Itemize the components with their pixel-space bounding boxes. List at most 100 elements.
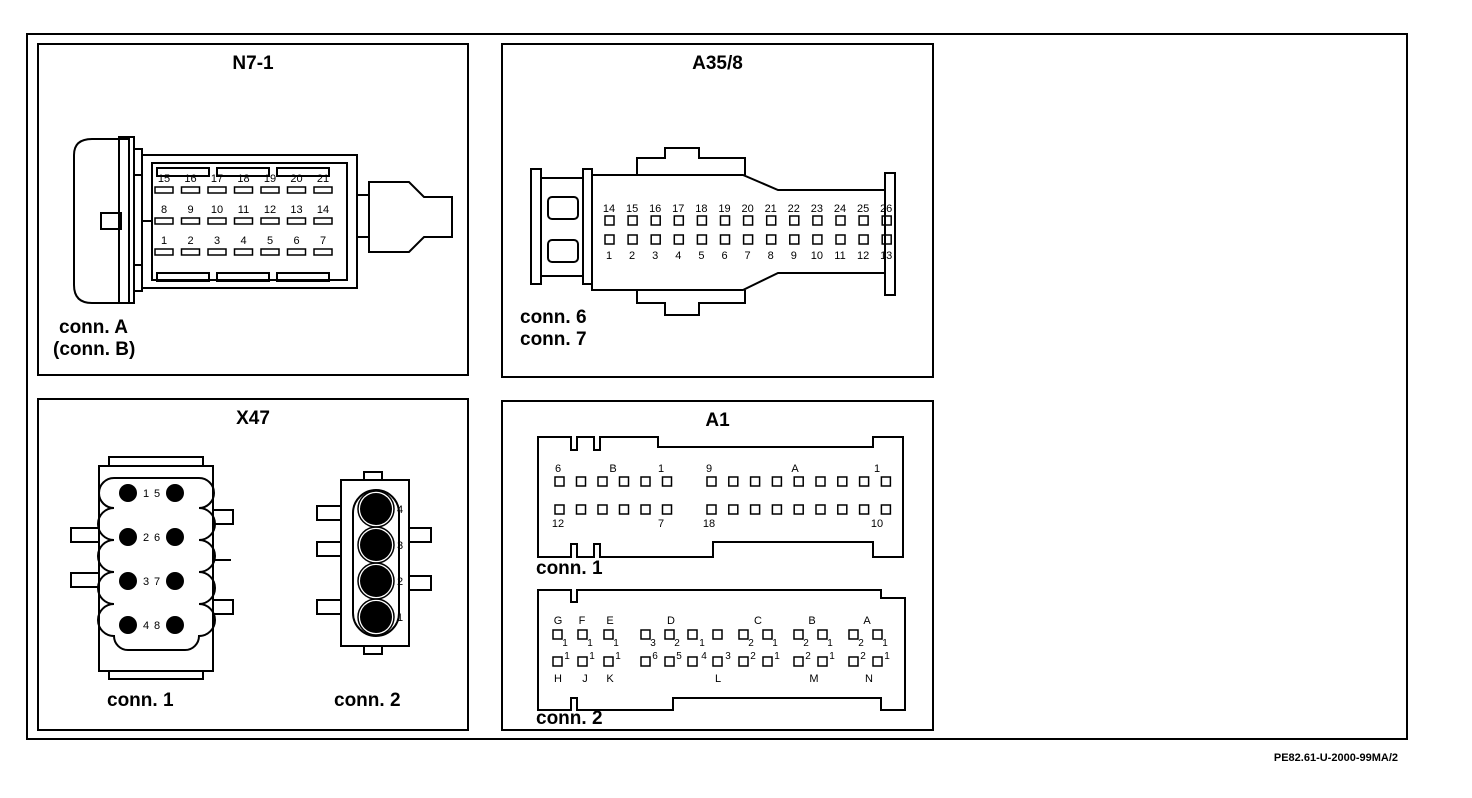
pin-contact xyxy=(166,572,184,590)
pin-slot xyxy=(313,248,333,256)
pin-socket xyxy=(858,504,870,515)
pin-slot xyxy=(260,186,280,194)
pin-label: 1 xyxy=(587,638,593,649)
pin-label: 2 xyxy=(750,651,756,662)
pin-slot xyxy=(260,248,280,256)
pin-socket xyxy=(771,476,783,487)
pin-label: 5 xyxy=(267,235,273,247)
pin-socket xyxy=(696,234,708,245)
pin-socket xyxy=(881,215,892,226)
pin-label: 4 xyxy=(143,620,149,632)
pin-socket xyxy=(664,629,675,640)
pin-label: F xyxy=(579,615,586,627)
pin-slot xyxy=(207,186,227,194)
pin-label: 15 xyxy=(626,203,638,215)
pin-socket xyxy=(627,234,638,245)
pin-label: H xyxy=(554,673,562,685)
pin-socket xyxy=(880,504,892,515)
pin-label: 1 xyxy=(615,651,621,662)
pin-label: 9 xyxy=(187,204,193,216)
pin-label: 1 xyxy=(606,250,612,262)
pin-label: 4 xyxy=(701,651,707,662)
pin-label: C xyxy=(754,615,762,627)
pin-label: 2 xyxy=(858,638,864,649)
pin-socket xyxy=(719,234,731,245)
pin-label: 18 xyxy=(237,173,249,185)
pin-label: 12 xyxy=(264,204,276,216)
pin-label: 7 xyxy=(658,518,664,530)
reference-code: PE82.61-U-2000-99MA/2 xyxy=(1273,752,1398,764)
pin-socket xyxy=(837,476,848,487)
pin-label: A xyxy=(791,463,799,475)
pin-label: 1 xyxy=(613,638,619,649)
pin-slot xyxy=(180,217,201,225)
pin-label: 14 xyxy=(603,203,615,215)
pin-label: 1 xyxy=(874,463,880,475)
pin-label: 24 xyxy=(834,203,846,215)
pin-contact xyxy=(360,493,392,525)
pin-contact xyxy=(119,572,137,590)
pin-label: 1 xyxy=(397,612,403,624)
pin-socket xyxy=(577,629,588,640)
conn-a-label: conn. A xyxy=(59,317,128,338)
pin-label: 3 xyxy=(725,651,731,662)
pin-label: 9 xyxy=(791,250,797,262)
pin-socket xyxy=(673,234,685,245)
pin-socket xyxy=(706,476,717,487)
pin-label: 9 xyxy=(706,463,712,475)
pin-socket xyxy=(627,215,638,226)
pin-socket xyxy=(603,629,614,640)
pin-label: N xyxy=(865,673,873,685)
pin-label: 6 xyxy=(652,651,658,662)
pin-label: 2 xyxy=(187,235,193,247)
pin-label: 18 xyxy=(695,203,707,215)
pin-socket xyxy=(793,656,804,667)
panel-title: X47 xyxy=(236,408,270,429)
pin-contact xyxy=(360,529,392,561)
pin-label: 3 xyxy=(650,638,656,649)
pin-socket xyxy=(817,629,828,640)
pin-label: E xyxy=(606,615,613,627)
a1-conn1-label: conn. 1 xyxy=(536,558,603,579)
panel-title: A35/8 xyxy=(692,53,743,74)
pin-socket xyxy=(749,504,761,515)
pin-slot xyxy=(286,217,307,225)
pin-label: 19 xyxy=(718,203,730,215)
pin-label: 20 xyxy=(290,173,302,185)
pin-socket xyxy=(793,629,804,640)
pin-socket xyxy=(712,656,723,667)
pin-label: 3 xyxy=(652,250,658,262)
pin-label: G xyxy=(554,615,563,627)
pin-label: B xyxy=(808,615,815,627)
pin-slot xyxy=(207,217,227,225)
pin-label: 7 xyxy=(154,576,160,588)
pin-label: 1 xyxy=(774,651,780,662)
pin-label: 11 xyxy=(238,204,249,216)
pin-socket xyxy=(858,234,869,245)
pin-label: 2 xyxy=(805,651,811,662)
pin-socket xyxy=(640,476,651,487)
panel-title: N7-1 xyxy=(232,53,274,74)
pin-socket xyxy=(793,476,804,487)
pin-label: B xyxy=(609,463,616,475)
pin-socket xyxy=(793,504,804,515)
pin-socket xyxy=(765,215,777,226)
pin-label: 1 xyxy=(829,651,835,662)
pin-socket xyxy=(577,656,588,667)
pin-slot xyxy=(154,248,174,256)
pin-label: 3 xyxy=(143,576,149,588)
pin-socket xyxy=(661,504,673,515)
pin-socket xyxy=(597,504,608,515)
pin-label: 1 xyxy=(699,638,705,649)
conn-b-label: (conn. B) xyxy=(53,339,136,360)
pin-socket xyxy=(664,656,675,667)
pin-socket xyxy=(552,656,563,667)
pin-label: 26 xyxy=(880,203,892,215)
pin-socket xyxy=(597,476,608,487)
pin-socket xyxy=(604,215,615,226)
pin-socket xyxy=(765,234,777,245)
